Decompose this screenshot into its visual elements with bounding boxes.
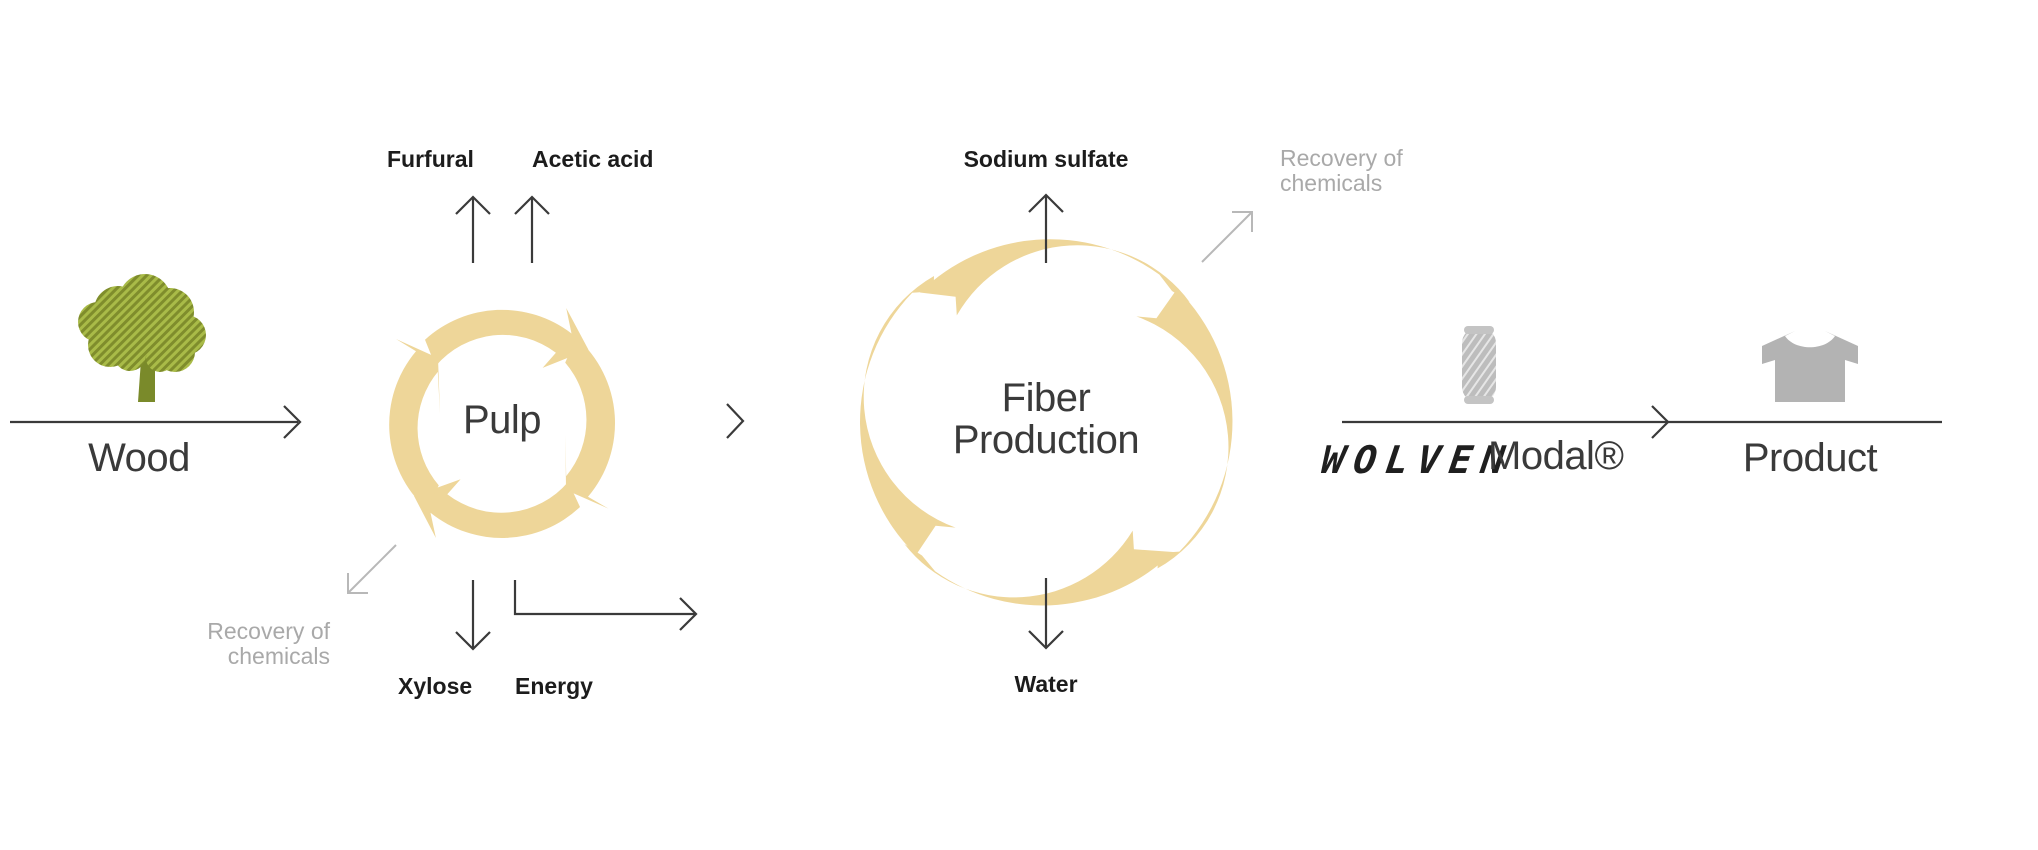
- fiber-ring-segment: [1136, 289, 1233, 569]
- pulp-ring-segment: [389, 339, 440, 509]
- pulp-label: Pulp: [462, 398, 542, 442]
- water-arrow: [1028, 578, 1064, 650]
- fiber-recovery-label-line1: Recovery of: [1280, 145, 1403, 171]
- tree-icon: [78, 274, 206, 402]
- pulp-recovery-arrow: [347, 544, 397, 594]
- wood-to-pulp-arrow: [10, 405, 302, 439]
- modal-to-product-arrow: [1342, 405, 1942, 439]
- t-shirt-icon: [1762, 331, 1858, 402]
- pulp-recovery-label-line1: Recovery of: [207, 618, 330, 644]
- fiber-cycle-ring: [860, 239, 1233, 606]
- sodium-sulfate-arrow: [1028, 193, 1064, 263]
- furfural-arrow: [455, 195, 491, 263]
- fiber-recovery-arrow: [1201, 211, 1253, 263]
- fiber-ring-segment: [904, 530, 1173, 606]
- energy-label: Energy: [515, 673, 593, 699]
- wolven-brand-logo: WOLVEN: [1318, 438, 1517, 482]
- pulp-ring-segment: [414, 479, 580, 538]
- fiber-recovery-label-line2: chemicals: [1280, 170, 1383, 196]
- pulp-cycle-ring: [389, 308, 616, 538]
- modal-label: Modal®: [1488, 434, 1624, 478]
- sodium-sulfate-label: Sodium sulfate: [963, 146, 1129, 172]
- furfural-label: Furfural: [387, 146, 474, 172]
- fiber-ring-segment: [860, 276, 956, 555]
- pulp-recovery-label-line2: chemicals: [227, 643, 330, 669]
- xylose-arrow: [455, 580, 491, 651]
- pulp-ring-segment: [565, 337, 616, 509]
- pulp-to-fiber-chevron: [726, 403, 745, 439]
- water-label: Water: [1014, 671, 1078, 697]
- fiber-ring-segment: [919, 239, 1190, 316]
- yarn-spool-icon: [1462, 326, 1496, 404]
- product-label: Product: [1742, 436, 1878, 480]
- energy-arrow: [513, 580, 698, 631]
- pulp-ring-segment: [425, 308, 589, 368]
- acetic-acid-label: Acetic acid: [532, 146, 654, 172]
- fiber-label-line2: Production: [952, 418, 1140, 462]
- xylose-label: Xylose: [398, 673, 473, 699]
- wood-label: Wood: [88, 436, 190, 480]
- acetic-acid-arrow: [514, 195, 550, 263]
- fiber-label-line1: Fiber: [1001, 376, 1091, 420]
